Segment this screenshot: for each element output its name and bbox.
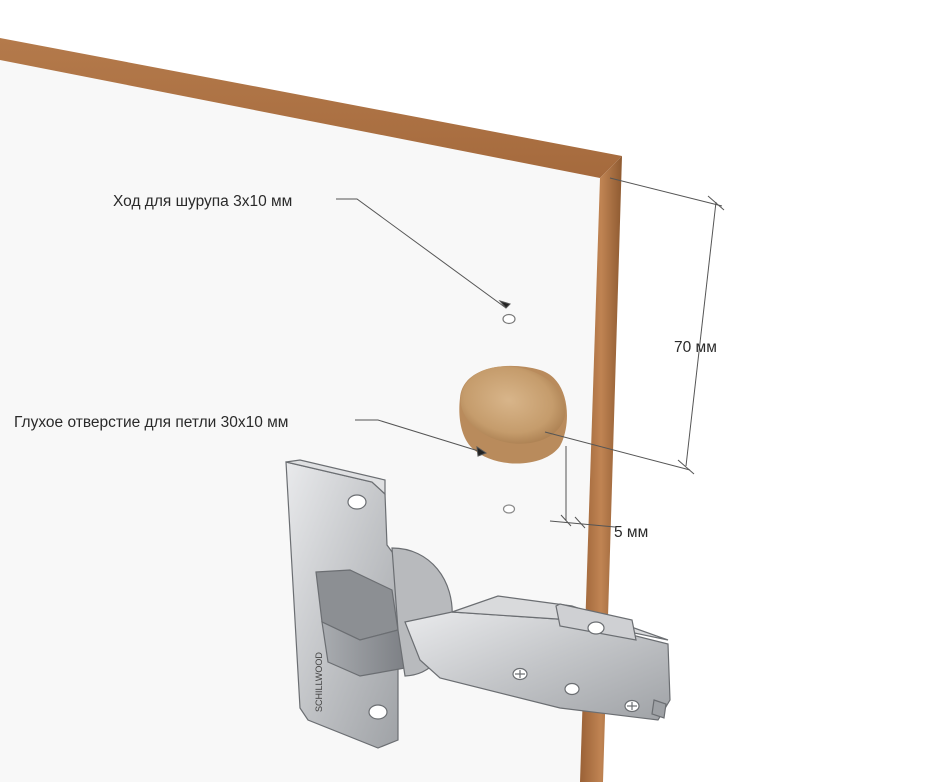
cup-hole-icon (459, 365, 567, 464)
screw-hole-icon (502, 313, 516, 325)
arm-screw-icon (512, 667, 528, 681)
screw-hole-label: Ход для шурупа 3x10 мм (113, 193, 292, 210)
dimension-5mm (549, 446, 616, 529)
hinge-icon: SCHILLWOOD (285, 459, 671, 749)
panel-top-edge (0, 38, 622, 178)
blind-hole-leader (355, 419, 488, 457)
hinge-brand-mark: SCHILLWOOD (314, 652, 324, 712)
dimension-5mm-label: 5 мм (614, 524, 648, 541)
dimension-70mm-label: 70 мм (674, 339, 717, 356)
lower-screw-hole-icon (502, 504, 516, 514)
dimension-70mm (544, 177, 725, 475)
adjust-screw-icon (624, 699, 640, 713)
screw-hole-leader (336, 198, 511, 309)
blind-hole-label: Глухое отверстие для петли 30x10 мм (14, 414, 288, 431)
